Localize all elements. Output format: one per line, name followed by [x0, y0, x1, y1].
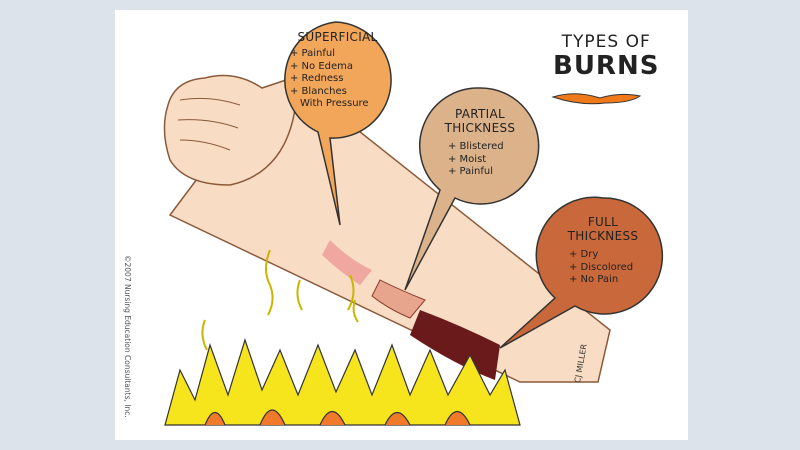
list-item: + No Edema	[290, 60, 354, 72]
partial-title-2: THICKNESS	[444, 121, 516, 135]
full-title-2: THICKNESS	[567, 229, 639, 243]
superficial-bubble	[284, 21, 392, 226]
superficial-burn-zone	[322, 240, 372, 285]
partial-bubble	[404, 87, 540, 291]
partial-title-1: PARTIAL	[454, 107, 505, 121]
partial-burn-zone	[371, 279, 426, 319]
title-line-2: BURNS	[553, 51, 660, 81]
list-item: + Blistered	[448, 141, 504, 152]
full-bubble	[499, 196, 664, 349]
list-item: + Discolored	[569, 261, 634, 273]
superficial-title: SUPERFICIAL	[297, 30, 378, 44]
full-burn-zone	[410, 310, 500, 380]
list-item: + No Pain	[569, 274, 619, 285]
list-item: + Blanches	[290, 85, 347, 97]
list-item: + Moist	[448, 153, 487, 165]
superficial-label: SUPERFICIAL + Painful + No Edema + Redne…	[290, 30, 385, 111]
list-item: With Pressure	[300, 98, 369, 109]
title-line-1: TYPES OF	[561, 32, 651, 52]
list-item: + Redness	[290, 73, 344, 84]
title-flame-icon	[551, 93, 642, 105]
full-title-1: FULL	[587, 215, 619, 229]
list-item: + Dry	[569, 249, 599, 260]
fist	[163, 74, 297, 186]
partial-label: PARTIAL THICKNESS + Blistered + Moist + …	[430, 107, 530, 179]
copyright-credit: ©2007 Nursing Education Consultants, Inc…	[123, 255, 132, 418]
list-item: + Painful	[448, 166, 494, 177]
full-label: FULL THICKNESS + Dry + Discolored + No P…	[553, 215, 653, 287]
fire	[164, 249, 521, 426]
list-item: + Painful	[290, 48, 336, 59]
diagram-title: TYPES OF BURNS	[553, 32, 659, 80]
